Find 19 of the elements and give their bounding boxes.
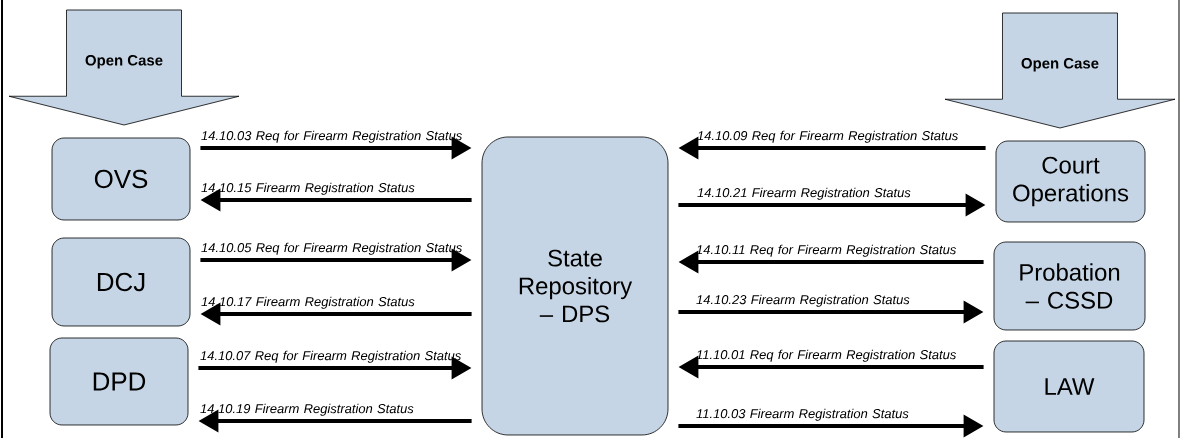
edge-label: 14.10.23 Firearm Registration Status [696, 294, 910, 307]
edge-label: 14.10.09 Req for Firearm Registration Status [697, 130, 958, 143]
entity-box: DCJ [51, 237, 191, 327]
edge-label: 14.10.17 Firearm Registration Status [201, 296, 415, 309]
entity-box: Court Operations [995, 140, 1146, 223]
edge-label: 14.10.11 Req for Firearm Registration Status [696, 244, 957, 257]
edge-label: 14.10.05 Req for Firearm Registration Status [201, 242, 462, 255]
edge-label: 14.10.15 Firearm Registration Status [201, 182, 415, 195]
entity-box: LAW [993, 340, 1145, 433]
edge-label: 11.10.03 Firearm Registration Status [696, 408, 909, 421]
edge-label: 11.10.01 Req for Firearm Registration Status [696, 349, 957, 362]
edge-label: 14.10.21 Firearm Registration Status [697, 187, 911, 200]
entity-box: Probation – CSSD [993, 241, 1146, 331]
entity-box: DPD [49, 337, 189, 426]
entity-box: State Repository – DPS [481, 136, 669, 436]
edge-label: 14.10.07 Req for Firearm Registration Status [200, 350, 461, 363]
edge-label: 14.10.19 Firearm Registration Status [200, 403, 414, 416]
edge-label: 14.10.03 Req for Firearm Registration Status [201, 130, 462, 143]
entity-box: OVS [51, 137, 191, 221]
